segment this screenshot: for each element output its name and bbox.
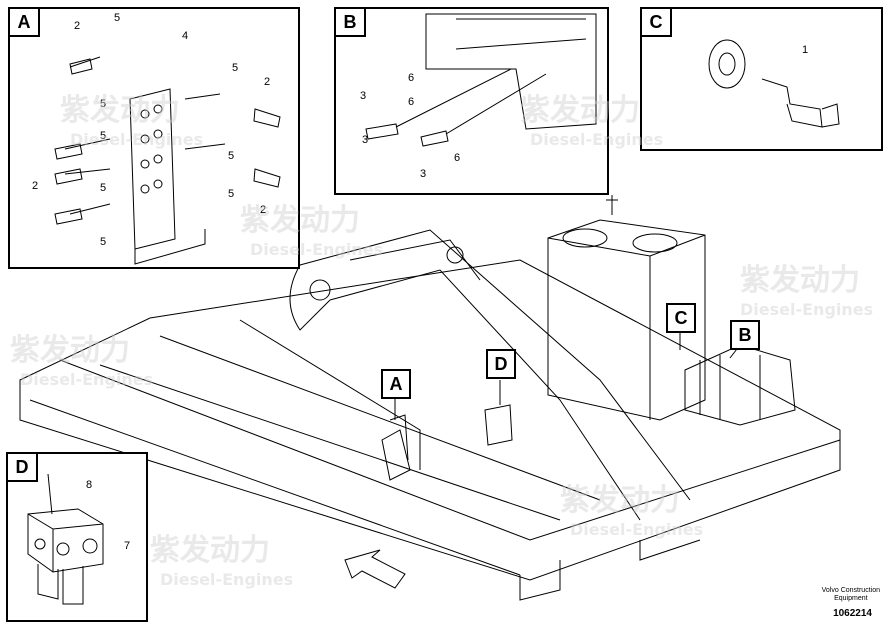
- callout-a: A: [381, 369, 411, 399]
- panel-a-label: 2: [264, 76, 270, 88]
- detail-panel-d: D 8 7: [6, 452, 148, 622]
- panel-a-label: 4: [182, 30, 188, 42]
- panel-b-label: 3: [360, 90, 366, 102]
- panel-b-label: 6: [408, 72, 414, 84]
- panel-d-illustration: 8 7: [27, 473, 130, 605]
- callout-d: D: [486, 349, 516, 379]
- company-line-2: Equipment: [834, 595, 868, 602]
- panel-c-illustration: 1: [708, 39, 840, 128]
- panel-b-label: 6: [454, 152, 460, 164]
- panel-a-label: 5: [228, 150, 234, 162]
- panel-d-label: 7: [124, 540, 130, 552]
- callout-b: B: [730, 320, 760, 350]
- panel-b-tag: B: [336, 9, 366, 37]
- panel-a-label: 5: [100, 236, 106, 248]
- panel-a-label: 5: [228, 188, 234, 200]
- panel-a-label: 5: [232, 62, 238, 74]
- panel-a-label: 5: [100, 98, 106, 110]
- panel-d-label: 8: [86, 479, 92, 491]
- panel-b-illustration: 3 6 3 6 6 3: [360, 13, 597, 180]
- detail-panel-c: C 1: [640, 7, 883, 151]
- panel-b-label: 6: [408, 96, 414, 108]
- panel-a-label: 5: [100, 130, 106, 142]
- panel-a-illustration: 2 5 4 5 2 5 5 5 2 5 5 2 5: [32, 12, 281, 265]
- detail-panel-a: A 2 5 4 5 2 5 5: [8, 7, 300, 269]
- detail-panel-b: B 3 6 3 6 6 3: [334, 7, 609, 195]
- panel-d-tag: D: [8, 454, 38, 482]
- panel-a-label: 5: [114, 12, 120, 24]
- panel-a-label: 2: [74, 20, 80, 32]
- document-number: 1062214: [833, 608, 872, 619]
- panel-b-label: 3: [420, 168, 426, 180]
- panel-c-label: 1: [802, 44, 808, 56]
- company-line-1: Volvo Construction: [821, 587, 880, 594]
- panel-a-label: 5: [100, 182, 106, 194]
- panel-a-label: 2: [32, 180, 38, 192]
- panel-a-tag: A: [10, 9, 40, 37]
- panel-c-tag: C: [642, 9, 672, 37]
- company-name: Volvo Construction Equipment: [822, 587, 880, 603]
- callout-c: C: [666, 303, 696, 333]
- panel-b-label: 3: [362, 134, 368, 146]
- panel-a-label: 2: [260, 204, 266, 216]
